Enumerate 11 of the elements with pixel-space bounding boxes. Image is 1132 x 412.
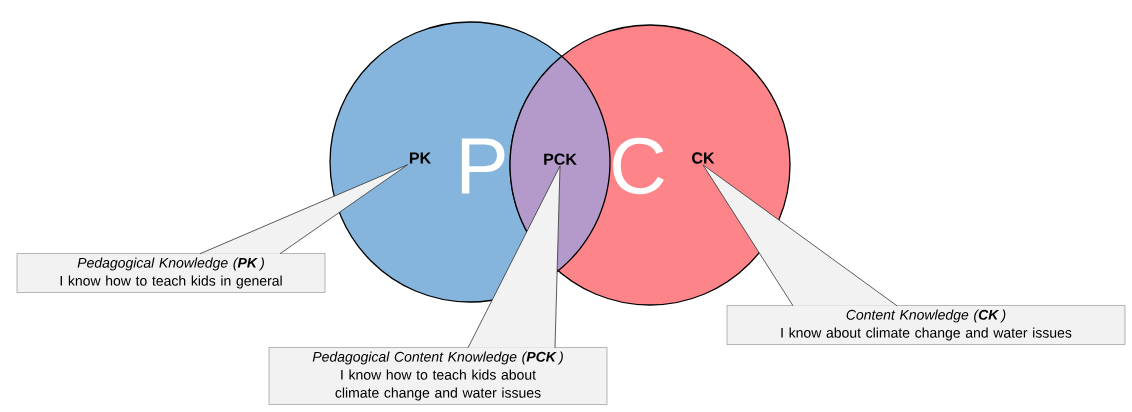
big-letter: C	[613, 137, 664, 195]
callout-pointer	[467, 165, 561, 349]
region-label: PCK	[544, 153, 577, 165]
callout-pointer	[702, 164, 898, 307]
callout-box: Content Knowledge (CK) I know about climate change and water issues	[726, 305, 1126, 345]
region-label: PK	[409, 152, 431, 164]
callout-pointer	[199, 164, 409, 255]
region-label: CK	[692, 152, 715, 164]
callout-box: Pedagogical Content Knowledge (PCK) I know how to teach kids about climate change and water issues	[268, 347, 608, 405]
big-letter: P	[461, 138, 505, 194]
callout-box: Pedagogical Knowledge (PK) I know how to teach kids in general	[16, 253, 326, 293]
